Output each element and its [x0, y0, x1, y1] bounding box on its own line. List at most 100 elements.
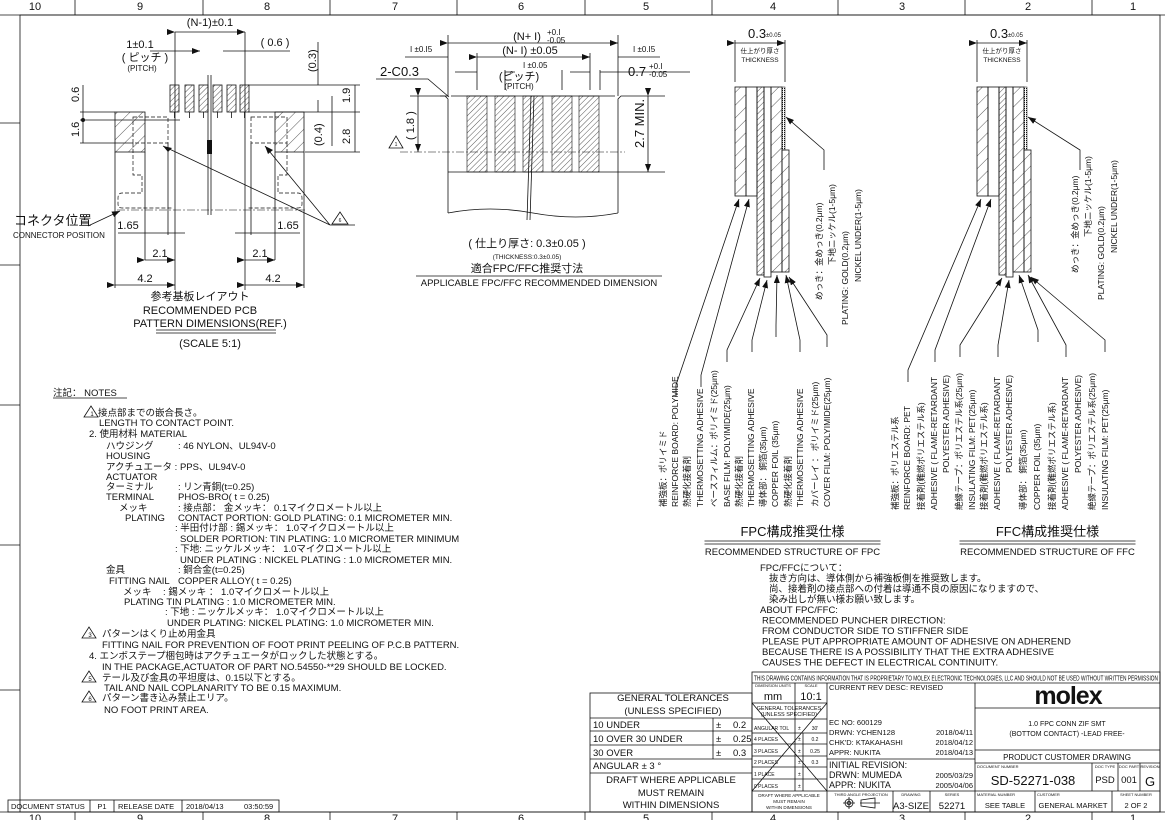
note-line: メッキ [119, 503, 148, 514]
doc-type: PSD [1095, 775, 1115, 786]
plating-label: 下地ニッケル(1-5μm) [827, 184, 837, 265]
gt-sign: ± [716, 734, 721, 745]
sheet-number: 2 OF 2 [1125, 801, 1148, 810]
proprietary-notice: THIS DRAWING CONTAINS INFORMATION THAT I… [754, 676, 1158, 683]
layer-label: THERMOSETTING ADHESIVE [746, 388, 756, 507]
fpc-edge-dim: 0.7 [628, 64, 646, 79]
tb-tol-title: GENERAL TOLERANCES [757, 706, 822, 712]
third-angle-projection-symbol [843, 797, 880, 809]
thickness-tol: ±0.05 [1008, 33, 1024, 39]
structure-title-en: RECOMMENDED STRUCTURE OF FPC [705, 547, 880, 558]
pcb-pattern-drawing: (N-1)±0.1 1±0.1 ( ピッチ ) (PITCH) ( 0.6 ) … [13, 17, 360, 350]
conductor-layer [770, 86, 783, 273]
fpc-ffc-note-line: 抜き方向は、導体側から補強板側を推奨致します。 [769, 573, 987, 585]
ffc-structure-section: 0.3±0.05仕上がり厚さTHICKNESSめっき：金めっき(0.2μm)下地… [890, 26, 1136, 558]
fpc-width-tol-upper: +0.I [547, 28, 561, 37]
note-line: HOUSING [106, 451, 150, 462]
release-date-label: RELEASE DATE [118, 802, 174, 811]
dim-0-6: 0.6 [70, 87, 82, 102]
layer-label: 絶縁テープ：ポリエステル系(25μm) [1087, 373, 1097, 510]
layer-label: INSULATING FILM: PET(25μm) [967, 389, 977, 510]
fpc-ffc-note-line: ABOUT FPC/FFC: [760, 605, 838, 616]
gt-draft-3: WITHIN DIMENSIONS [623, 800, 720, 811]
release-date: 2018/04/13 [186, 802, 224, 811]
gt-angular: ANGULAR ± 3 ° [593, 761, 661, 772]
customer-label: CUSTOMER [1037, 792, 1060, 797]
initial-date: 2005/03/29 [935, 771, 973, 780]
zone-label: 8 [264, 813, 270, 820]
document-number: SD-52271-038 [991, 773, 1076, 788]
note-line: 2. 使用材料 MATERIAL [89, 428, 187, 440]
note-marker-number: 6 [88, 697, 92, 703]
signal-pad [184, 84, 195, 113]
structure-title-en: RECOMMENDED STRUCTURE OF FFC [960, 547, 1135, 558]
note-line: FITTING NAIL [109, 576, 170, 587]
fpc-side-tol-right: I ±0.I5 [633, 45, 656, 54]
pcb-title-en-2: PATTERN DIMENSIONS(REF.) [133, 318, 287, 330]
fpc-contact-stripe [466, 95, 488, 173]
plating-label: めっき：金めっき(0.2μm) [1070, 175, 1080, 273]
tb-tol-sign: ± [798, 749, 801, 755]
plating-layer [1023, 86, 1028, 151]
pcb-scale: (SCALE 5:1) [179, 338, 241, 350]
fpc-ffc-note-line: RECOMMENDED PUNCHER DIRECTION: [762, 616, 946, 627]
note-1-marker: 1 [395, 142, 398, 148]
zone-label: 10 [29, 1, 41, 13]
signal-pad [226, 84, 237, 113]
layer-label: 導体部： 銅箔(35μm) [1018, 429, 1028, 510]
gt-draft-1: DRAFT WHERE APPLICABLE [606, 775, 736, 786]
zone-label: 4 [770, 813, 776, 820]
fpc-thickness-en: (THICKNESS:0.3±0.05) [493, 254, 562, 261]
tb-tol-sign: ± [798, 772, 801, 778]
fpc-ffc-notes: FPC/FFCについて：抜き方向は、導体側から補強板側を推奨致します。尚、接着剤… [760, 563, 1071, 669]
note-line: パターン書き込み禁止エリア。 [102, 692, 234, 704]
base-film-layer [998, 86, 1007, 276]
layer-label: 導体部： 銅箔(35μm) [758, 426, 768, 507]
tb-tol-sign: ± [798, 784, 801, 790]
layer-label: POLYESTER ADHESIVE) [1073, 375, 1083, 473]
fpc-dimension-drawing: (N+ I) +0.I -0.05 (N- I) ±0.05 I ±0.I5 I… [376, 28, 690, 289]
fpc-ffc-note-line: BECAUSE THERE IS A POSSIBILITY THAT THE … [762, 647, 1054, 658]
tb-tol-value: 0.25 [810, 749, 820, 755]
note-6-marker: 6 [339, 218, 342, 224]
conductor-layer [1012, 86, 1025, 273]
drawing-label: DRAWING [901, 792, 920, 797]
note-line: PHOS-BRO( t = 0.25) [178, 492, 270, 503]
zone-label: 1 [1130, 813, 1136, 820]
no-footprint-area-right [250, 116, 288, 144]
note-line: : 46 NYLON、UL94V-0 [178, 441, 276, 452]
pcb-title-jp: 参考基板レイアウト [151, 289, 250, 303]
scale-value: 10:1 [800, 691, 821, 703]
general-tolerances-table: GENERAL TOLERANCES (UNLESS SPECIFIED) 10… [589, 692, 753, 813]
note-line: FITTING NAIL FOR PREVENTION OF FOOT PRIN… [102, 640, 459, 651]
fpc-contact-stripe [578, 95, 600, 173]
gt-value: 0.25 [733, 734, 752, 745]
tb-tol-sign: ± [798, 726, 801, 732]
initial-date: 2005/04/06 [935, 781, 973, 790]
note-triangle-icon [81, 690, 97, 703]
note-triangle-icon [81, 670, 97, 683]
note-line: UNDER PLATING : NICKEL PLATING : 1.0 MIC… [180, 555, 452, 566]
gt-title: GENERAL TOLERANCES [617, 693, 729, 704]
note-line: : 半田付け部 : 錫メッキ： 1.0マイクロメートル以上 [175, 522, 394, 534]
plating-label: 下地ニッケル(1-5μm) [1083, 156, 1093, 237]
layer-label: ADHESIVE ( FLAME-RETARDANT [1060, 377, 1070, 510]
fpc-edge-tol-upper: +0.I [649, 62, 663, 71]
pitch-label-jp: ( ピッチ ) [122, 51, 168, 64]
gt-draft-2: MUST REMAIN [638, 788, 704, 799]
fpc-chamfer: 2-C0.3 [380, 64, 419, 79]
zone-label: 6 [518, 813, 524, 820]
layer-label: COPPER FOIL (35μm) [770, 421, 780, 507]
dim-1-65-right: 1.65 [277, 220, 298, 232]
note-line: : 下地 : ニッケルメッキ： 1.0マイクロメートル以上 [165, 606, 384, 618]
adhesive-layer [987, 86, 1000, 197]
projection-label: THIRD ANGLE PROJECTION [834, 792, 888, 797]
pitch-label-en: (PITCH) [127, 64, 157, 73]
thickness-label-jp: 仕上がり厚さ [741, 46, 780, 55]
fpc-ffc-note-line: 染み出しが無い様お願い致します。 [769, 594, 920, 606]
note-line: 4. エンボステープ梱包時はアクチュエータがロックした状態とする。 [89, 650, 383, 662]
document-status-bar: DOCUMENT STATUS P1 RELEASE DATE 2018/04/… [7, 799, 280, 813]
tb-draft-1: DRAFT WHERE APPLICABLE [758, 793, 819, 798]
doc-part: 001 [1121, 775, 1137, 786]
